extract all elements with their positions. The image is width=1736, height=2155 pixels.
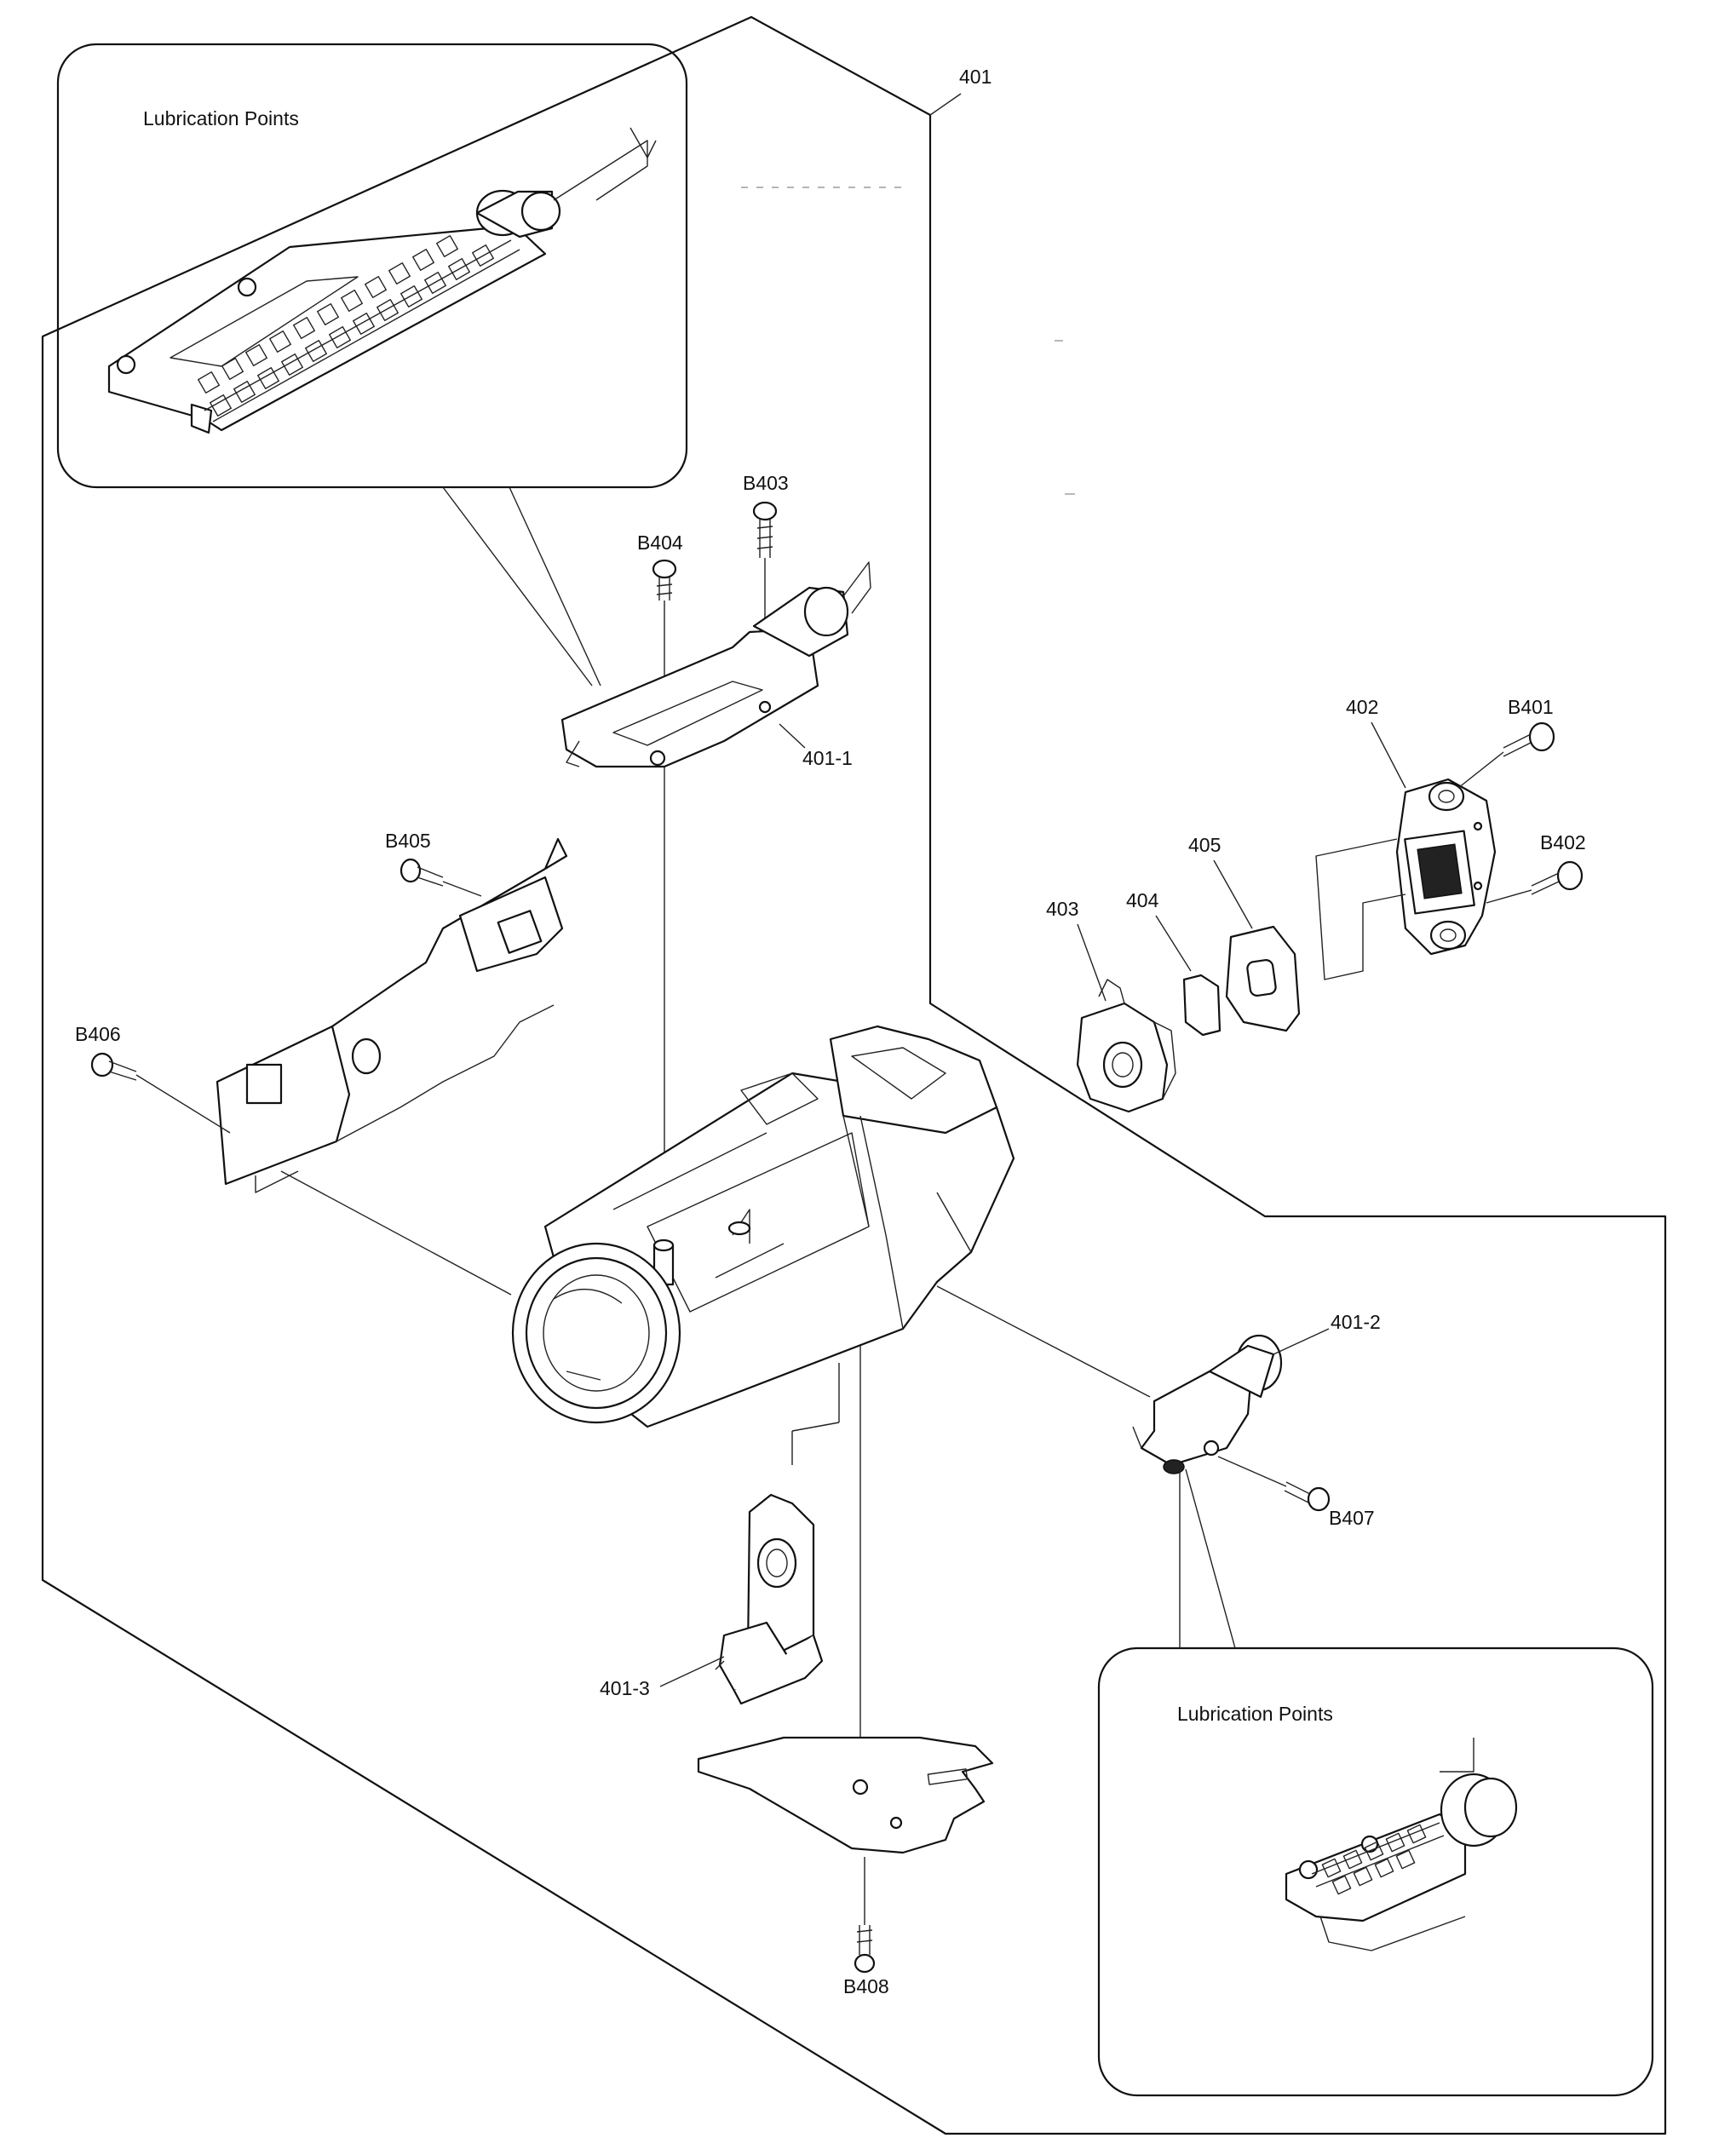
part-401-2 (1132, 1334, 1283, 1474)
part-401-3 (715, 1493, 824, 1705)
lead-screw-bracket-enlarged (107, 127, 657, 434)
label-B408: B408 (843, 1975, 889, 1997)
part-flex-bracket (216, 837, 568, 1193)
callout-lubrication-top-left: Lubrication Points (56, 43, 688, 687)
leader-405 (1213, 859, 1253, 929)
screw-B406 (90, 1052, 137, 1081)
label-404: 404 (1126, 889, 1159, 911)
leader-401-2 (1273, 1328, 1330, 1355)
leader-402 (1371, 721, 1406, 789)
part-404-filter (1182, 974, 1222, 1037)
callout-pointer (509, 486, 601, 687)
assembly-line-401-3 (791, 1422, 840, 1432)
leader-401-1 (779, 723, 806, 749)
screw-B401 (1503, 721, 1555, 757)
lens-barrel-main (511, 1025, 1015, 1428)
part-401-1 (560, 561, 871, 768)
lead-screw-teeth (198, 235, 494, 417)
screw-axis-B401 (1457, 751, 1504, 789)
screw-B402 (1531, 860, 1584, 895)
label-401-2: 401-2 (1331, 1311, 1381, 1333)
screw-axis-B407 (1217, 1456, 1287, 1487)
part-405-filter-frame (1225, 925, 1301, 1032)
label-B403: B403 (743, 472, 789, 494)
callout-lubrication-bottom-right: Lubrication Points (1097, 1468, 1654, 2097)
screw-axis-B405 (442, 881, 482, 897)
assembly-boundary (41, 15, 1667, 2135)
label-B405: B405 (385, 830, 431, 852)
lead-screw-motor-enlarged (1285, 1738, 1518, 1951)
label-405: 405 (1188, 834, 1221, 856)
part-402-image-sensor-board (1315, 778, 1497, 980)
label-B406: B406 (75, 1023, 121, 1045)
screw-B405 (400, 858, 444, 887)
screw-axis-B406 (135, 1074, 231, 1134)
label-B401: B401 (1508, 696, 1554, 718)
label-B402: B402 (1540, 831, 1586, 853)
leader-401-3 (659, 1656, 725, 1687)
screw-axis-B402 (1486, 889, 1532, 904)
screw-B403 (752, 501, 778, 558)
callout-title: Lubrication Points (1177, 1703, 1333, 1725)
label-402: 402 (1346, 696, 1378, 718)
assembly-line (936, 1285, 1151, 1398)
callout-title: Lubrication Points (143, 107, 299, 129)
leader-403 (1077, 923, 1107, 1002)
callout-pointer (1185, 1468, 1236, 1649)
part-403-holder (1076, 979, 1176, 1113)
callout-frame (1097, 1646, 1654, 2097)
screw-B407 (1284, 1481, 1331, 1512)
callout-pointer (442, 486, 593, 687)
label-B407: B407 (1329, 1507, 1375, 1529)
label-401-1: 401-1 (802, 747, 853, 769)
label-403: 403 (1046, 898, 1078, 920)
screw-B404 (652, 559, 677, 601)
leader-401 (929, 93, 962, 116)
leader-404 (1155, 915, 1192, 972)
callout-frame (56, 43, 688, 489)
label-B404: B404 (637, 532, 683, 554)
label-401-3: 401-3 (600, 1677, 650, 1699)
screw-B408 (854, 1925, 876, 1974)
label-401: 401 (959, 66, 992, 88)
assembly-line-b406 (280, 1170, 512, 1296)
part-bottom-flex-plate (697, 1736, 994, 1854)
